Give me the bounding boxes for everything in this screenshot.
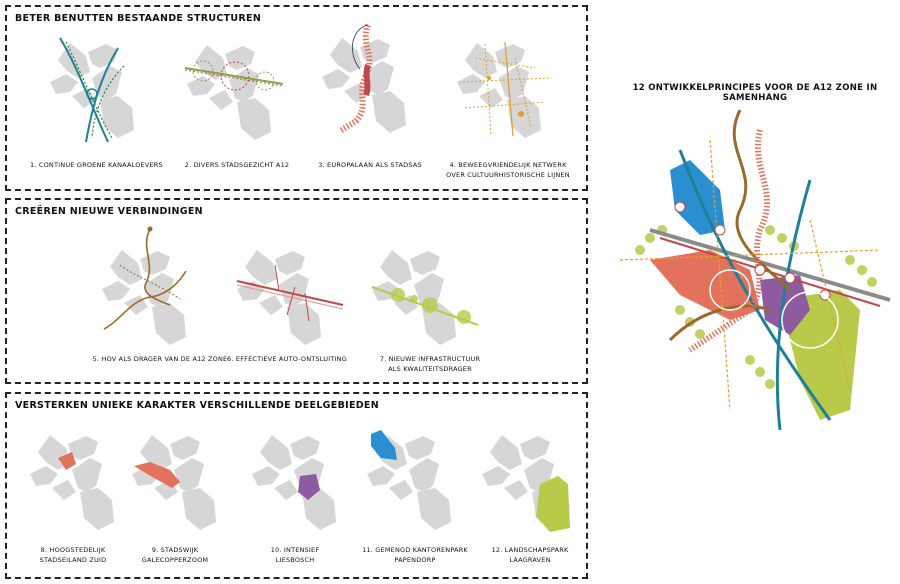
map-laagraven [482, 435, 570, 532]
map-galecopperzoom [132, 435, 216, 530]
caption-4: 4. BEWEEGVRIENDELIJK NETWERK OVER CULTUU… [446, 161, 570, 179]
map-stadseiland-zuid [30, 435, 114, 530]
map-liesbosch [252, 435, 336, 530]
map-new-infrastructure [371, 250, 479, 345]
map-diverse-cityscape [184, 45, 284, 140]
caption-7: 7. NIEUWE INFRASTRUCTUUR ALS KWALITEITSD… [379, 355, 481, 373]
overview-diagram [619, 109, 891, 431]
caption-3: 3. EUROPALAAN ALS STADSAS [318, 161, 422, 169]
panel-existing-structures: BETER BENUTTEN BESTAANDE STRUCTUREN [5, 5, 588, 191]
caption-5: 5. HOV ALS DRAGER VAN DE A12 ZONE [92, 355, 228, 363]
map-papendorp [367, 430, 451, 530]
caption-2: 2. DIVERS STADSGEZICHT A12 [184, 161, 290, 169]
caption-11: 11. GEMENGD KANTORENPARK PAPENDORP [362, 546, 468, 564]
caption-9: 9. STADSWIJK GALECOPPERZOOM [141, 546, 209, 564]
overview-title: 12 ONTWIKKELPRINCIPES VOOR DE A12 ZONE I… [632, 83, 878, 103]
caption-8: 8. HOOGSTEDELIJK STADSEILAND ZUID [39, 546, 107, 564]
caption-12: 12. LANDSCHAPSPARK LAAGRAVEN [491, 546, 569, 564]
map-hov [102, 226, 187, 345]
panel-new-connections: CREËREN NIEUWE VERBINDINGEN [5, 198, 588, 384]
map-car-access [236, 250, 344, 345]
caption-10: 10. INTENSIEF LIESBOSCH [270, 546, 320, 564]
map-europalaan [322, 23, 406, 134]
panel-unique-character: VERSTERKEN UNIEKE KARAKTER VERSCHILLENDE… [5, 392, 588, 579]
panel-title: VERSTERKEN UNIEKE KARAKTER VERSCHILLENDE… [15, 400, 379, 411]
panel-title: BETER BENUTTEN BESTAANDE STRUCTUREN [15, 13, 262, 24]
map-movement-network [457, 41, 552, 138]
map-green-canal-banks [50, 37, 134, 143]
caption-6: 6. EFFECTIEVE AUTO-ONTSLUITING [227, 355, 347, 363]
panel-title: CREËREN NIEUWE VERBINDINGEN [15, 206, 203, 217]
caption-1: 1. CONTINUE GROENE KANAALOEVERS [30, 161, 163, 169]
